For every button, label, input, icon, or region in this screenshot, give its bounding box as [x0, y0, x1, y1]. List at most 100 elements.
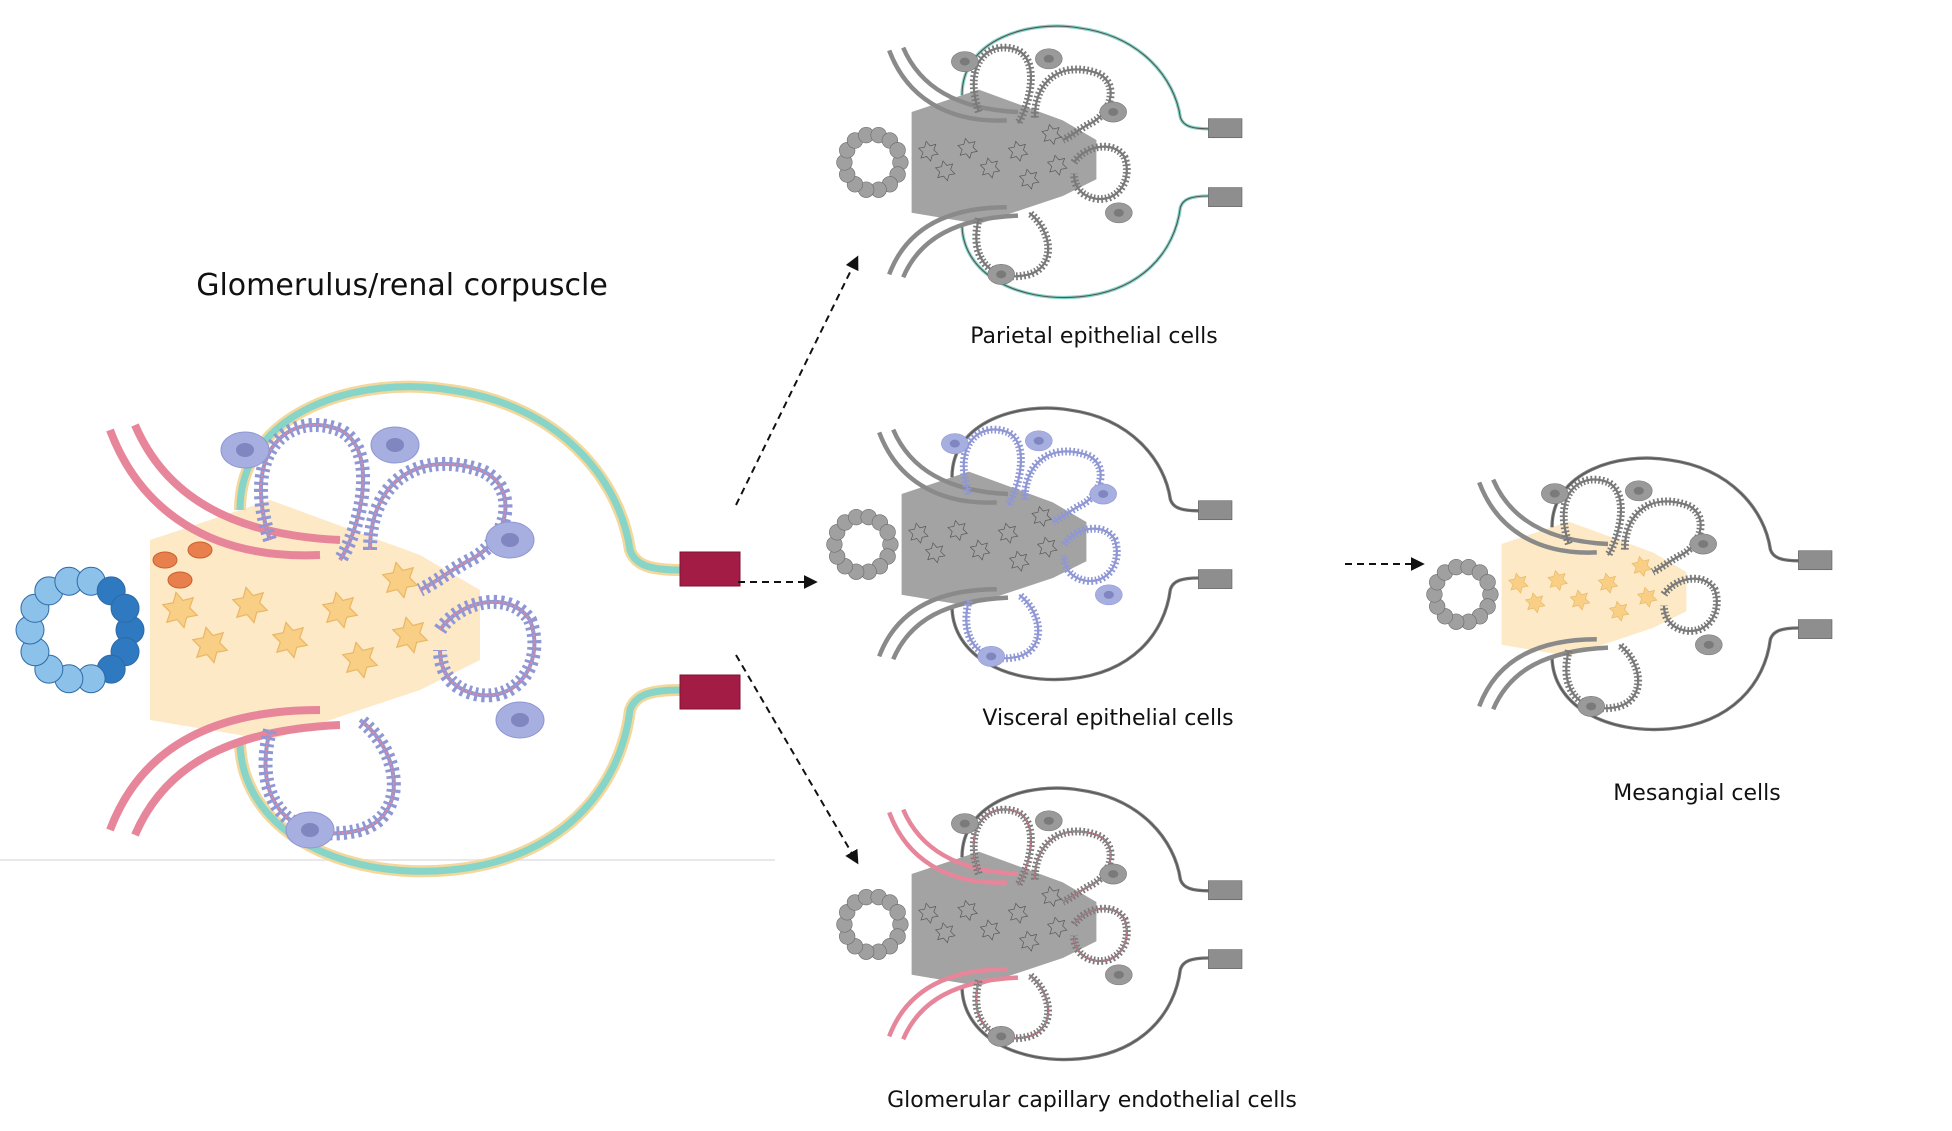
mesangial-cell-6: [391, 616, 429, 654]
panel-main-glomerulus: [15, 380, 741, 878]
glomerulus-visceral: [826, 406, 1233, 682]
arrows: [735, 255, 1425, 865]
arteriole-wall-3: [1491, 645, 1609, 711]
arteriole-wall-1: [901, 46, 1019, 115]
mesangial-cell-7: [381, 561, 419, 599]
proximal-tubule-bottom: [1208, 949, 1243, 969]
juxtaglomerular-cell-2: [187, 541, 213, 559]
podocyte-nucleus-4: [996, 270, 1007, 279]
arrow-to-parietal: [735, 255, 859, 506]
mesangial-cell-1: [934, 160, 956, 182]
mesangial-cell-7: [1041, 885, 1062, 907]
arteriole-wall-2: [1477, 636, 1597, 708]
glomerulus-parietal: [836, 24, 1243, 300]
panel-mesangial: [1426, 456, 1833, 732]
podocyte-nucleus-0: [236, 443, 254, 457]
distal-tubule-cell-13: [879, 524, 896, 541]
capillary-loop-2-membrane: [1662, 577, 1718, 632]
label-mesangial-cells: Mesangial cells: [1613, 781, 1781, 806]
distal-tubule-cell-13: [1479, 574, 1496, 591]
arteriole-wall-0: [887, 49, 1007, 123]
arteriole-wall-3: [901, 213, 1019, 279]
mesangial-cell-6: [1046, 916, 1068, 938]
podocyte-nucleus-4: [996, 1032, 1007, 1041]
mesangium: [901, 471, 1087, 606]
mesangial-cell-4: [1007, 902, 1029, 924]
mesangial-cell-7: [1031, 505, 1052, 527]
podocyte-nucleus-0: [959, 57, 970, 66]
mesangial-cell-6: [1036, 536, 1058, 558]
podocyte-nucleus-4: [1586, 702, 1597, 711]
capillary-loop-0-membrane: [1562, 478, 1623, 556]
mesangial-cell-0: [918, 140, 939, 162]
glomerulus-main: [15, 380, 741, 878]
proximal-tubule-top: [1208, 880, 1243, 901]
mesangial-cell-3: [1569, 589, 1591, 611]
endothelial-lining-0: [973, 809, 1032, 886]
label-glomerular-capillary-endothelial-cells: Glomerular capillary endothelial cells: [887, 1088, 1297, 1113]
mesangial-cell-4: [1597, 572, 1619, 594]
mesangial-cell-3: [969, 539, 991, 561]
mesangial-cell-5: [1018, 168, 1040, 190]
arteriole-wall-0: [106, 428, 321, 560]
capillary-loop-1-membrane: [1023, 450, 1102, 524]
arteriole-wall-1: [131, 423, 341, 544]
proximal-tubule-bottom: [679, 674, 741, 710]
mesangial-cell-5: [341, 641, 379, 679]
podocyte-nucleus-2: [1698, 540, 1709, 548]
panel-endothelial: [836, 786, 1243, 1062]
macula-densa-cell-13: [110, 593, 140, 623]
proximal-tubule-top: [1198, 500, 1233, 521]
mesangial-cell-6: [1046, 154, 1068, 176]
capillary-loop-3-membrane: [975, 211, 1050, 278]
mesangial-cell-1: [191, 626, 229, 664]
mesangium: [150, 500, 480, 740]
podocyte-nucleus-3: [1113, 208, 1124, 217]
mesangial-cell-2: [231, 586, 269, 624]
arteriole-wall-3: [891, 595, 1009, 661]
capillary-loop-0-membrane: [962, 428, 1023, 506]
mesangial-cell-6: [1636, 586, 1658, 608]
podocyte-nucleus-0: [959, 819, 970, 828]
endothelial-lining-1: [369, 462, 507, 591]
capillary-loop-0-membrane: [972, 46, 1033, 124]
label-parietal-epithelial-cells: Parietal epithelial cells: [970, 324, 1218, 349]
mesangial-cell-1: [934, 922, 956, 944]
capillary-loop-1-membrane: [1623, 500, 1702, 574]
panel-visceral-epithelial: [826, 406, 1233, 682]
capillary-loop-3-membrane: [1565, 643, 1640, 710]
mesangial-cell-2: [957, 899, 978, 921]
arteriole-wall-3: [131, 721, 341, 837]
podocyte-nucleus-3: [1103, 590, 1114, 599]
podocyte-nucleus-1: [1043, 54, 1054, 63]
podocyte-nucleus-2: [1108, 870, 1119, 878]
arteriole-wall-1: [1491, 478, 1609, 547]
podocyte-nucleus-1: [1033, 436, 1044, 445]
capillary-loop-1-membrane: [1033, 68, 1112, 142]
glomerulus-mesangial: [1426, 456, 1833, 732]
arteriole-wall-2: [106, 706, 321, 832]
juxtaglomerular-cell-0: [152, 551, 178, 569]
mesangial-cell-0: [918, 902, 939, 924]
capillary-loop-0-membrane: [258, 423, 365, 562]
podocyte-nucleus-1: [1043, 816, 1054, 825]
arteriole-wall-1: [891, 428, 1009, 497]
mesangial-cell-3: [979, 919, 1001, 941]
podocyte-nucleus-0: [949, 439, 960, 448]
proximal-tubule-top: [679, 551, 741, 587]
capillary-loop-2-membrane: [1062, 527, 1118, 582]
arteriole-wall-2: [887, 966, 1007, 1038]
mesangial-cell-3: [979, 157, 1001, 179]
mesangial-cell-7: [1041, 123, 1062, 145]
podocyte-nucleus-2: [1098, 490, 1109, 498]
arteriole-wall-2: [877, 586, 997, 658]
podocyte-nucleus-4: [986, 652, 997, 661]
arrow-to-endothelial: [735, 654, 859, 865]
mesangium: [911, 89, 1097, 224]
mesangial-cell-3: [271, 621, 309, 659]
mesangial-cell-4: [321, 591, 359, 629]
capillary-loop-3-membrane: [263, 718, 396, 836]
mesangial-cell-5: [1608, 600, 1630, 622]
distal-tubule-cell-13: [889, 142, 906, 159]
